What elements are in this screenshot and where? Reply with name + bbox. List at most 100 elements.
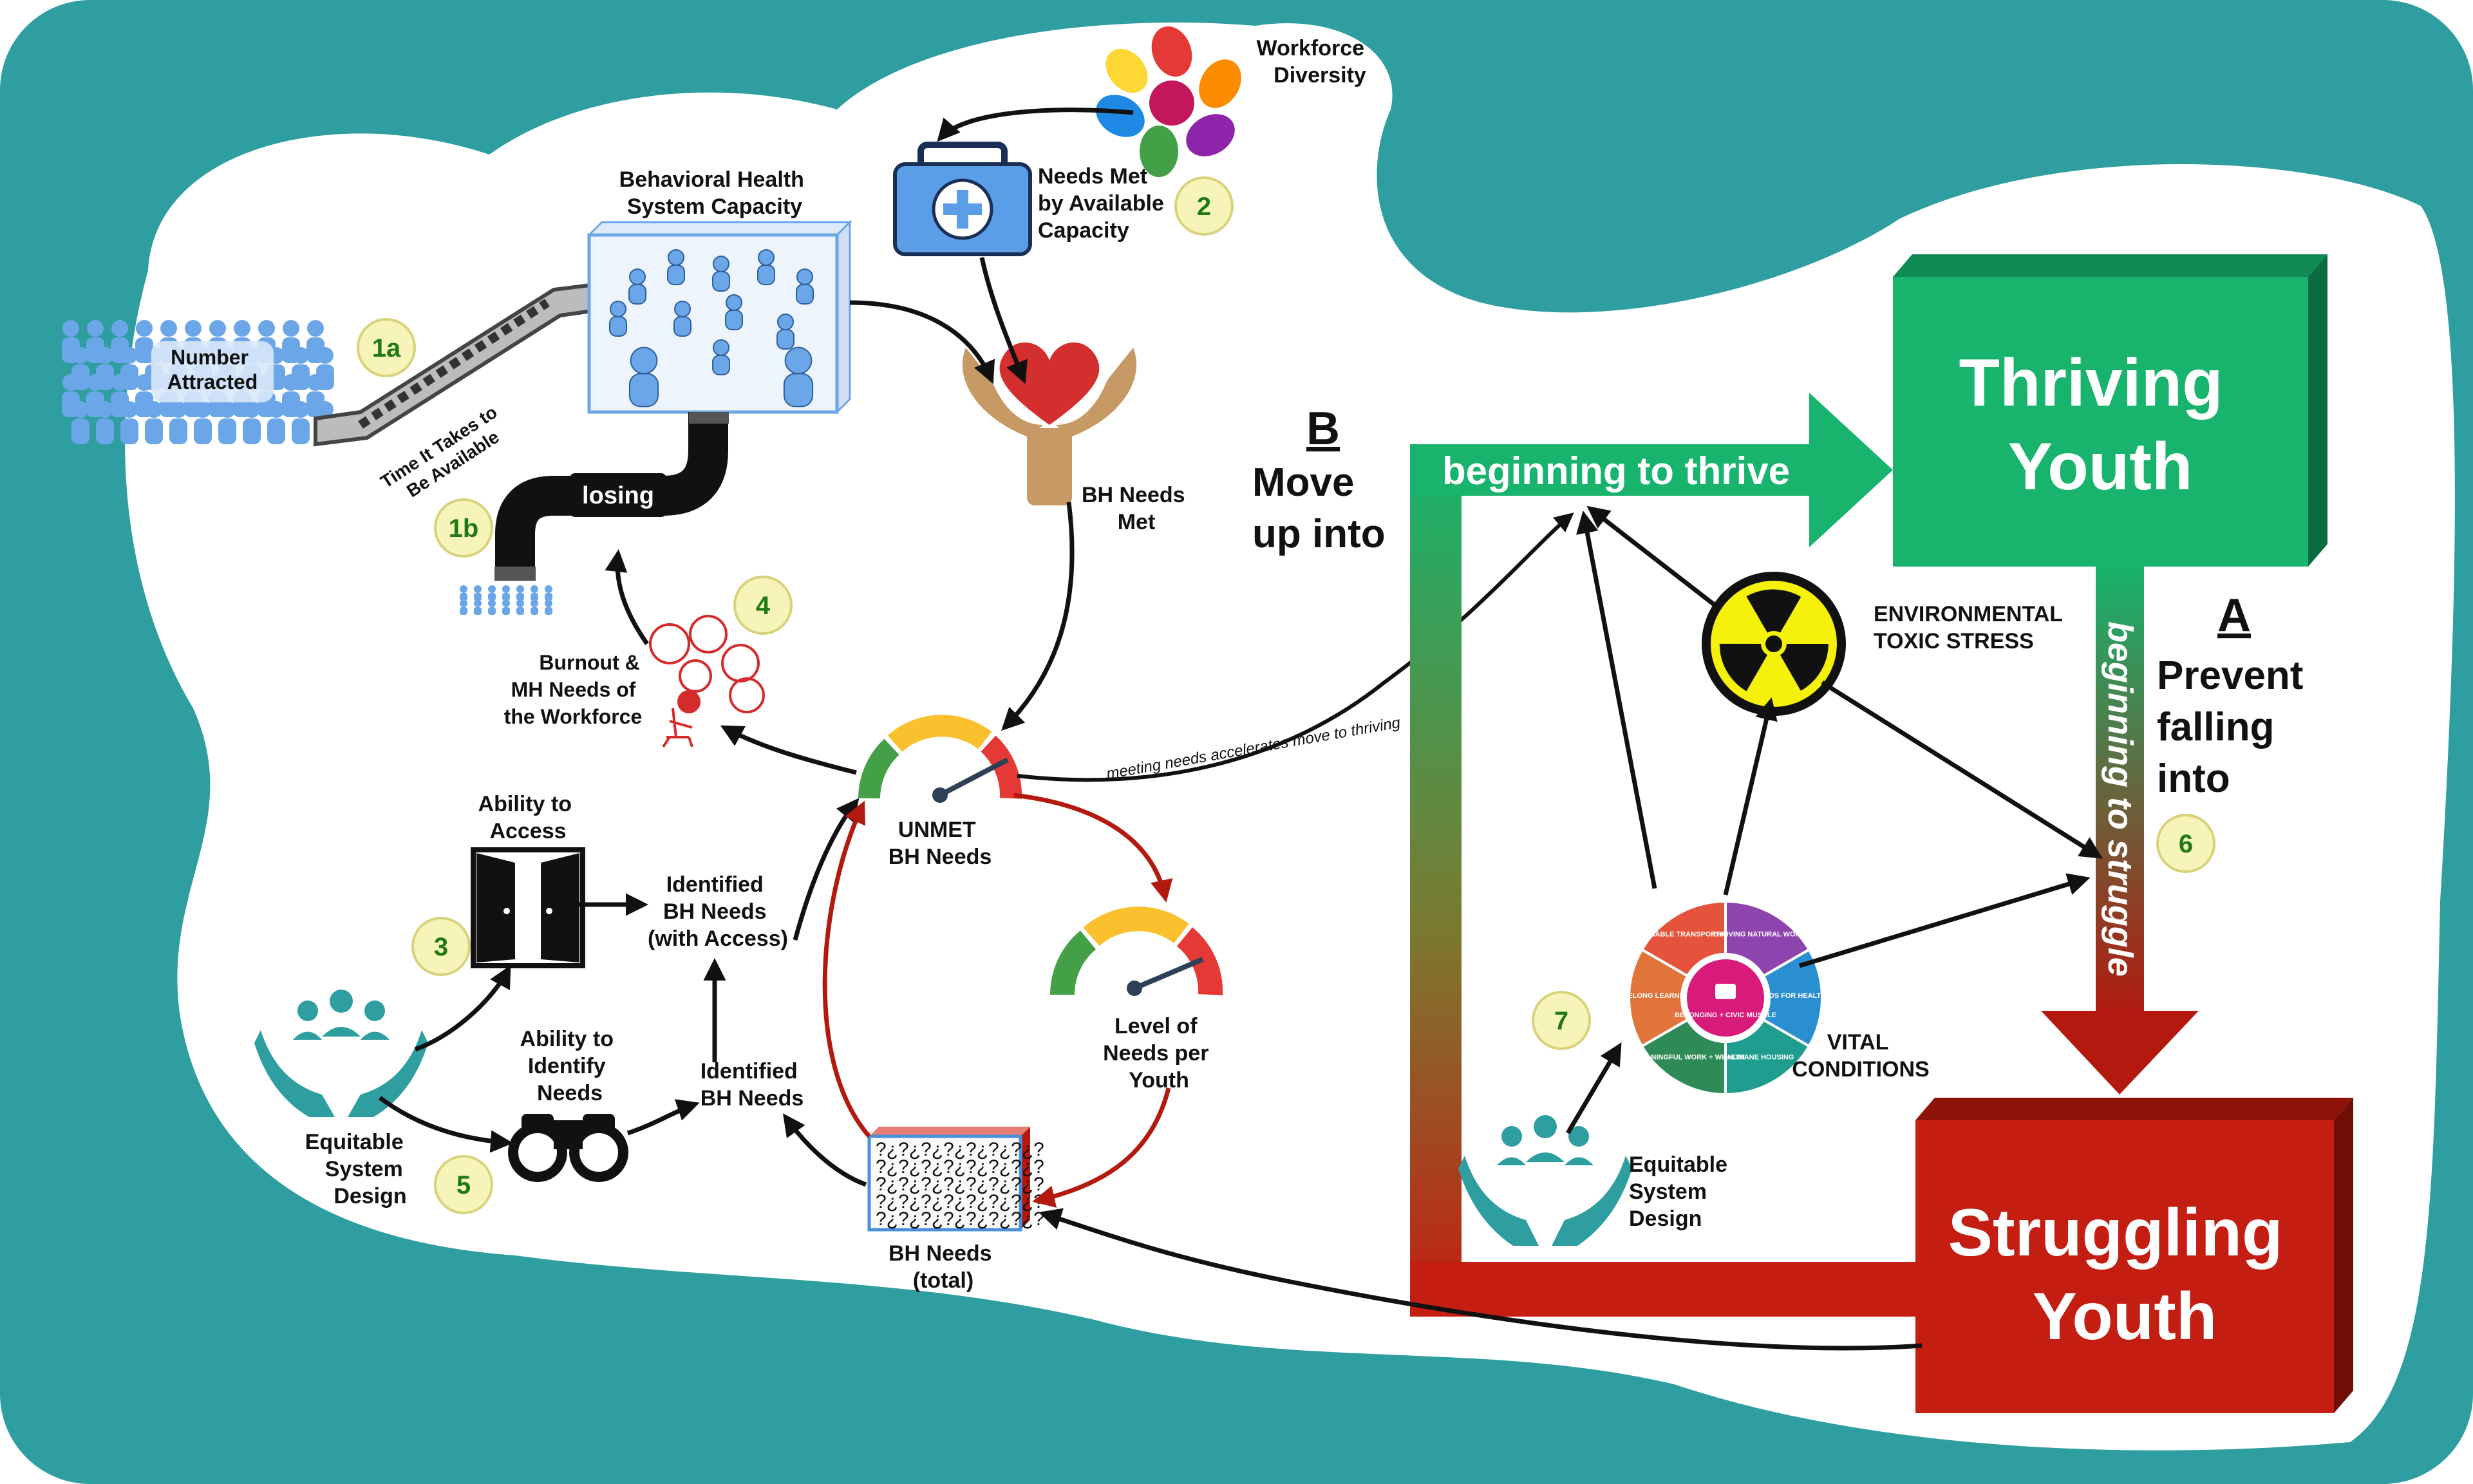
level-of-needs-gauge-icon — [1049, 906, 1223, 996]
ability-identify-label: Ability to Identify Needs — [520, 1027, 620, 1105]
section-a-letter: A — [2217, 590, 2251, 641]
person-icon — [725, 294, 743, 330]
person-icon — [502, 599, 510, 615]
svg-text:?¿?¿?¿?¿?¿?¿?¿??¿?¿?¿?¿?¿?¿?¿?: ?¿?¿?¿?¿?¿?¿?¿??¿?¿?¿?¿?¿?¿?¿??¿?¿?¿?¿?¿… — [876, 1139, 1044, 1230]
person-icon — [194, 401, 212, 444]
ability-access-label: Ability to Access — [478, 792, 578, 843]
person-icon — [516, 585, 524, 601]
person-icon — [628, 268, 646, 305]
badge-4: 4 — [733, 576, 793, 635]
svg-text:1b: 1b — [449, 514, 479, 543]
badge-6: 6 — [2156, 814, 2215, 873]
svg-text:losing: losing — [582, 482, 654, 509]
wheel-segment — [1762, 948, 1823, 1048]
losing-pipe: losing — [494, 412, 729, 581]
equitable-design-hands-icon-left — [254, 990, 428, 1117]
medical-kit-icon — [893, 142, 1032, 256]
person-icon — [776, 314, 795, 350]
unmet-bh-needs-label: UNMET BH Needs — [889, 818, 992, 869]
number-attracted-label: Number Attracted — [151, 341, 274, 402]
struggling-youth-box — [1915, 1098, 2353, 1413]
bh-needs-total-label: BH Needs (total) — [889, 1241, 998, 1293]
svg-text:1a: 1a — [372, 334, 401, 362]
person-icon — [667, 249, 685, 285]
left-arrows — [378, 108, 1134, 1187]
workforce-diversity-label: Workforce Diversity — [1257, 36, 1371, 88]
radiation-hazard-icon — [1702, 572, 1846, 716]
person-icon — [628, 346, 659, 408]
red-loop-arrows — [822, 793, 1173, 1208]
person-icon — [488, 585, 496, 601]
badge-3: 3 — [411, 917, 471, 976]
badge-5: 5 — [434, 1155, 493, 1214]
wheel-segment-label: RELIABLE TRANSPORTATION — [1639, 931, 1741, 939]
person-icon — [796, 268, 814, 305]
svg-text:4: 4 — [756, 592, 771, 620]
beginning-to-thrive-label: beginning to thrive — [1442, 449, 1790, 493]
person-icon — [218, 401, 236, 444]
person-icon — [545, 599, 552, 615]
meeting-needs-arrow — [1017, 512, 1574, 782]
svg-text:6: 6 — [2179, 830, 2193, 858]
person-icon — [169, 401, 187, 444]
wheel-segment — [1640, 1018, 1727, 1096]
needs-met-capacity-label: Needs Met by Available Capacity — [1038, 164, 1170, 243]
workforce-diversity-hands-icon — [1096, 26, 1241, 177]
person-icon — [673, 301, 691, 337]
person-icon — [96, 401, 114, 444]
burnout-worker-icon — [649, 615, 765, 748]
binoculars-icon — [508, 1114, 628, 1182]
svg-text:Number Attracted: Number Attracted — [167, 346, 258, 393]
person-icon — [531, 585, 538, 601]
open-doors-icon — [471, 847, 585, 968]
person-icon — [474, 585, 482, 601]
svg-text:7: 7 — [1554, 1007, 1568, 1035]
person-icon — [292, 401, 310, 444]
beginning-to-struggle-label: beginning to struggle — [2101, 621, 2139, 977]
struggling-youth-label: Struggling Youth — [1948, 1196, 2302, 1354]
wheel-segment — [1628, 948, 1689, 1048]
person-icon — [474, 599, 482, 615]
right-arrows — [1039, 505, 2103, 1351]
wheel-segment — [1724, 899, 1811, 978]
burnout-label: Burnout & MH Needs of the Workforce — [504, 651, 646, 728]
level-of-needs-label: Level of Needs per Youth — [1103, 1014, 1215, 1093]
section-b-letter: B — [1306, 403, 1340, 455]
person-icon — [71, 401, 89, 444]
badge-2: 2 — [1174, 176, 1234, 236]
bh-needs-total-box: ?¿?¿?¿?¿?¿?¿?¿??¿?¿?¿?¿?¿?¿?¿??¿?¿?¿?¿?¿… — [867, 1127, 1044, 1232]
person-icon — [120, 401, 138, 444]
person-icon — [712, 339, 730, 375]
section-b-text: Move up into — [1252, 460, 1386, 556]
wheel-segment-label: MEANINGFUL WORK + WEALTH — [1635, 1053, 1745, 1061]
bh-system-capacity-label: Behavioral Health System Capacity — [619, 167, 811, 219]
wheel-segment — [1640, 899, 1727, 978]
person-icon — [783, 346, 814, 408]
bh-system-capacity-box — [587, 220, 852, 415]
wheel-segment-label: THRIVING NATURAL WORLD — [1712, 931, 1810, 939]
person-icon — [531, 599, 538, 615]
badge-7: 7 — [1532, 991, 1591, 1050]
step-badges: 1a 1b 2 3 4 5 6 7 — [357, 176, 2215, 1214]
svg-text:5: 5 — [456, 1171, 471, 1199]
vital-conditions-label: VITAL CONDITIONS — [1792, 1030, 1929, 1082]
lost-people-icon — [460, 585, 552, 615]
person-icon — [757, 249, 775, 285]
badge-1a: 1a — [357, 318, 416, 377]
badge-1b: 1b — [434, 498, 493, 558]
unmet-gauge-icon — [858, 715, 1022, 803]
flow-loop — [1410, 393, 2199, 1317]
identified-with-access-label: Identified BH Needs (with Access) — [648, 872, 788, 951]
environmental-toxic-stress-label: ENVIRONMENTAL TOXIC STRESS — [1874, 602, 2069, 653]
thriving-youth-box — [1893, 254, 2327, 567]
person-icon — [502, 585, 510, 601]
person-icon — [243, 401, 261, 444]
person-icon — [609, 301, 627, 337]
equitable-design-hands-icon-right — [1458, 1115, 1632, 1246]
person-icon — [545, 585, 552, 601]
bh-needs-met-label: BH Needs Met — [1082, 483, 1191, 534]
person-icon — [460, 599, 467, 615]
wheel-segment-label: HUMANE HOUSING — [1728, 1053, 1794, 1061]
